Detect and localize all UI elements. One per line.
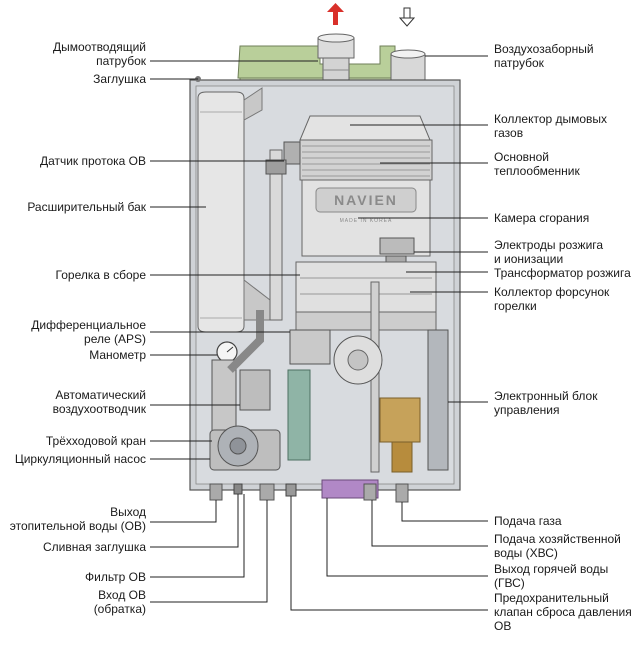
label-heating-return: Вход ОВ (обратка) (93, 588, 146, 616)
label-three-way-valve: Трёхходовой кран (45, 434, 146, 448)
bottom-connectors (209, 479, 409, 503)
label-cold-water-supply: Подача хозяйственной воды (ХВС) (494, 532, 621, 560)
label-manometer: Манометр (89, 348, 146, 362)
manometer-part (216, 341, 238, 363)
label-combustion-chamber: Камера сгорания (494, 211, 590, 225)
label-expansion-tank: Расширительный бак (27, 200, 146, 214)
label-air-intake: Воздухозаборный патрубок (494, 42, 594, 70)
label-ignition-electrodes: Электроды розжига и ионизации (494, 238, 604, 266)
label-gas-supply: Подача газа (494, 514, 562, 528)
aps-fan-part (289, 329, 383, 385)
expansion-tank-part (197, 87, 271, 333)
label-hot-water-outlet: Выход горячей воды (ГВС) (494, 562, 609, 590)
leader-lines (150, 55, 488, 611)
label-chimney-outlet: Дымоотводящий патрубок (52, 40, 146, 68)
label-heating-outlet: Выход этопительной воды (ОВ) (9, 505, 146, 533)
brand-logo: NAVIEN (334, 192, 398, 208)
brand-subtitle: MADE IN KOREA (340, 218, 393, 224)
label-main-heat-exchanger: Основной теплообменник (494, 150, 580, 178)
control-unit-part (427, 329, 449, 471)
intake-arrow-icon (398, 7, 416, 27)
label-plug: Заглушка (93, 72, 146, 86)
burner-part (295, 261, 437, 331)
exhaust-arrow-icon (327, 3, 344, 25)
label-burner-assembly: Горелка в сборе (55, 268, 146, 282)
heat-exchanger-part (299, 139, 433, 181)
gas-valve-part (379, 397, 421, 473)
label-circulation-pump: Циркуляционный насос (14, 452, 146, 466)
label-flow-sensor: Датчик протока ОВ (39, 154, 146, 168)
flow-sensor-part (265, 141, 301, 321)
air-vent-part (211, 310, 271, 433)
label-flue-collector: Коллектор дымовых газов (494, 112, 608, 140)
pump-part (209, 425, 281, 471)
label-filter: Фильтр ОВ (85, 570, 146, 584)
label-control-unit: Электронный блок управления (494, 389, 598, 417)
label-ignition-transformer: Трансформатор розжига (494, 266, 631, 280)
heat-exchanger-secondary (287, 369, 311, 461)
label-nozzle-collector: Коллектор форсунок горелки (494, 285, 610, 313)
label-air-vent: Автоматический воздухоотводчик (52, 388, 146, 416)
label-aps-relay: Дифференциальное реле (APS) (31, 318, 146, 346)
label-safety-valve: Предохранительный клапан сброса давления… (494, 591, 632, 633)
air-intake-pipe (390, 49, 426, 81)
label-drain-plug: Сливная заглушка (43, 540, 146, 554)
